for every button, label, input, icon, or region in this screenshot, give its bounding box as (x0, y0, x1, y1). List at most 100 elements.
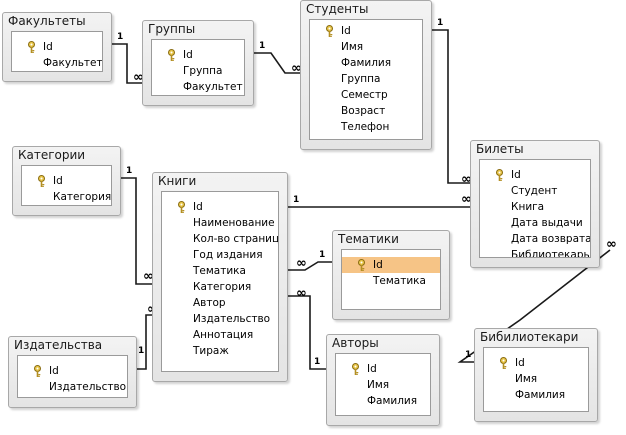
field-item[interactable]: Факультет (12, 55, 102, 71)
field-label: Семестр (341, 89, 388, 101)
relationship-line-fakultety-gruppy[interactable] (112, 43, 142, 84)
table-title[interactable]: Студенты (306, 2, 369, 16)
key-icon (351, 363, 360, 375)
relationship-line-kategorii-knigi[interactable] (121, 177, 152, 285)
field-item[interactable]: Категория (22, 189, 111, 205)
field-item[interactable]: Наименование (162, 215, 278, 231)
key-icon (499, 357, 508, 369)
relationship-line-studenty-bilety[interactable] (432, 29, 470, 184)
field-label: Группа (183, 65, 223, 77)
cardinality-one-label: 1 (465, 350, 471, 360)
field-label: Фамилия (367, 395, 418, 407)
table-title[interactable]: Категории (18, 148, 86, 162)
field-label: Тематика (193, 265, 246, 277)
relationship-line-izdatelstva-knigi[interactable] (137, 314, 152, 370)
relationship-line-gruppy-studenty[interactable] (254, 52, 300, 74)
table-title[interactable]: Издательства (14, 338, 103, 352)
primary-key-field[interactable]: Id (22, 173, 111, 189)
field-item[interactable]: Издательство (18, 379, 127, 395)
relationship-line-avtory-knigi[interactable] (288, 295, 326, 370)
field-item[interactable]: Дата возврата (480, 231, 590, 247)
cardinality-many-label: ∞ (296, 286, 307, 301)
primary-key-field[interactable]: Id (342, 257, 440, 273)
field-item[interactable]: Фамилия (336, 393, 430, 409)
primary-key-field[interactable]: Id (480, 167, 590, 183)
table-title[interactable]: Бибилиотекари (480, 330, 579, 344)
field-item[interactable]: Издательство (162, 311, 278, 327)
cardinality-one-label: 1 (117, 32, 123, 42)
field-item[interactable]: Библиотекарь (480, 247, 590, 258)
primary-key-field[interactable]: Id (336, 361, 430, 377)
table-title[interactable]: Книги (158, 174, 197, 188)
field-item[interactable]: Кол-во страниц (162, 231, 278, 247)
field-item[interactable]: Факультет (152, 79, 244, 95)
field-item[interactable]: Студент (480, 183, 590, 199)
field-item[interactable]: Категория (162, 279, 278, 295)
primary-key-field[interactable]: Id (12, 39, 102, 55)
field-item[interactable]: Тематика (162, 263, 278, 279)
cardinality-one-label: 1 (319, 250, 325, 260)
primary-key-field[interactable]: Id (310, 23, 422, 39)
primary-key-field[interactable]: Id (162, 199, 278, 215)
cardinality-many-label: ∞ (143, 269, 154, 284)
field-item[interactable]: Книга (480, 199, 590, 215)
key-icon (167, 49, 176, 61)
field-item[interactable]: Тираж (162, 343, 278, 359)
cardinality-one-label: 1 (259, 41, 265, 51)
field-item[interactable]: Имя (310, 39, 422, 55)
table-title[interactable]: Билеты (476, 142, 524, 156)
field-label: Фамилия (341, 57, 392, 69)
field-item[interactable]: Фамилия (310, 55, 422, 71)
cardinality-many-label: ∞ (461, 172, 472, 187)
field-item[interactable]: Автор (162, 295, 278, 311)
primary-key-field[interactable]: Id (484, 355, 588, 371)
field-item[interactable]: Дата выдачи (480, 215, 590, 231)
field-item[interactable]: Аннотация (162, 327, 278, 343)
table-title[interactable]: Факультеты (8, 14, 86, 28)
field-item[interactable]: Тематика (342, 273, 440, 289)
primary-key-field[interactable]: Id (152, 47, 244, 63)
field-item[interactable]: Телефон (310, 119, 422, 135)
field-label: Наименование (193, 217, 275, 229)
field-label: Библиотекарь (511, 249, 590, 258)
table-title[interactable]: Авторы (332, 336, 379, 350)
field-item[interactable]: Группа (152, 63, 244, 79)
field-label: Дата возврата (511, 233, 591, 245)
field-item[interactable]: Имя (336, 377, 430, 393)
field-item[interactable]: Группа (310, 71, 422, 87)
field-label: Id (53, 175, 63, 187)
field-item[interactable]: Имя (484, 371, 588, 387)
field-item[interactable]: Фамилия (484, 387, 588, 403)
field-label: Тематика (373, 275, 426, 287)
key-icon (177, 201, 186, 213)
field-item[interactable]: Год издания (162, 247, 278, 263)
table-title[interactable]: Группы (148, 22, 196, 36)
table-title[interactable]: Тематики (338, 232, 399, 246)
relationship-line-tematiki-knigi[interactable] (288, 261, 332, 271)
field-item[interactable]: Семестр (310, 87, 422, 103)
field-label: Id (373, 259, 383, 271)
primary-key-field[interactable]: Id (18, 363, 127, 379)
field-label: Факультет (43, 57, 103, 69)
field-item[interactable]: Возраст (310, 103, 422, 119)
